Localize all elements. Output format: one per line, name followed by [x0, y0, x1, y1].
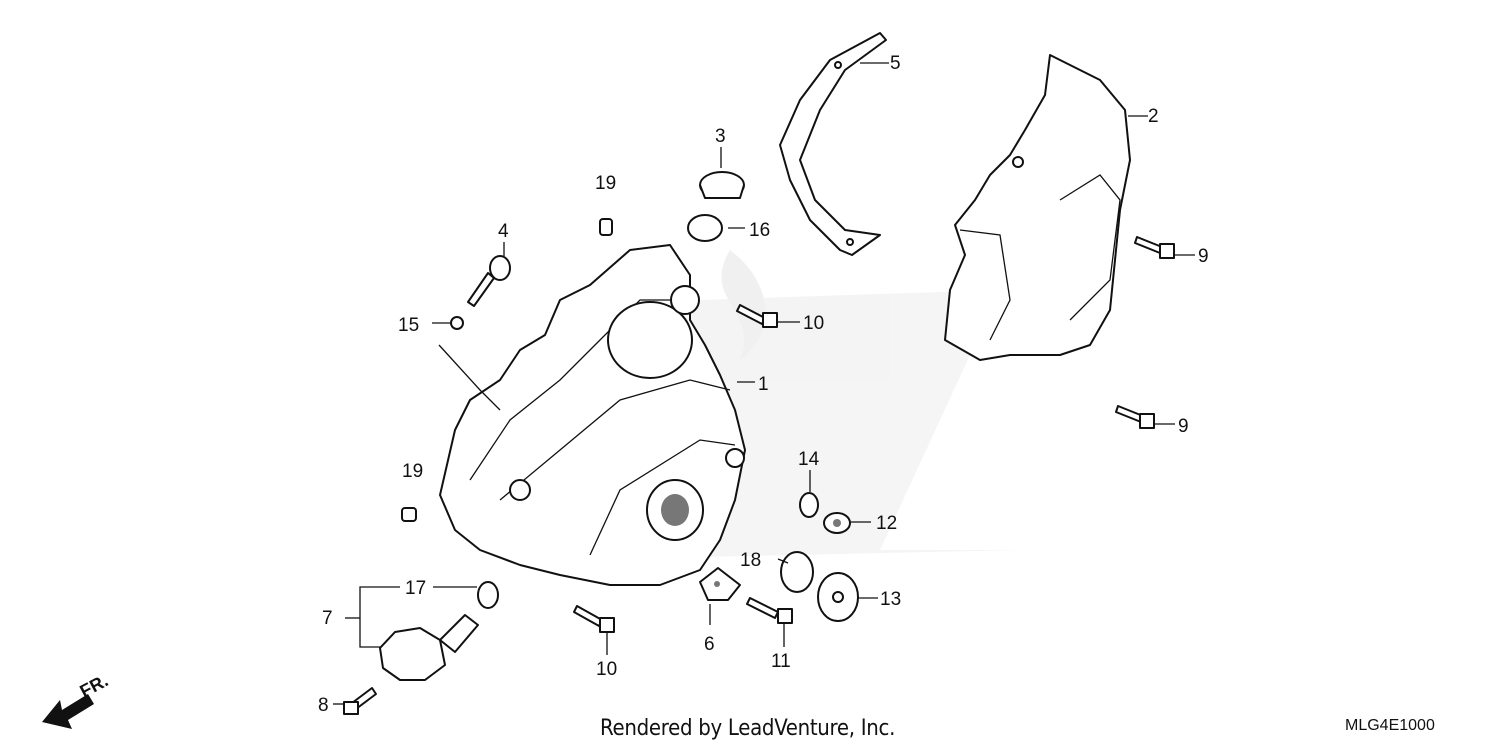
oil-filler-cap-part[interactable]	[699, 171, 745, 199]
sensor-assembly-part[interactable]	[379, 614, 479, 681]
sprocket-cover-part[interactable]	[944, 54, 1131, 361]
callout-19-lower: 19	[402, 461, 423, 482]
bolt-8-part[interactable]	[343, 687, 377, 715]
callout-8: 8	[318, 695, 329, 716]
o-ring-16-part[interactable]	[687, 214, 723, 242]
callout-10-lower: 10	[596, 659, 617, 680]
bolt-9-lower-part[interactable]	[1115, 405, 1155, 429]
callout-14: 14	[798, 449, 820, 470]
callout-12: 12	[876, 513, 897, 534]
cap-part[interactable]	[817, 572, 859, 622]
callout-10-upper: 10	[803, 313, 824, 334]
callout-4: 4	[498, 221, 509, 242]
knob-bolt-part[interactable]	[467, 255, 511, 307]
callout-2: 2	[1148, 106, 1159, 127]
callout-7: 7	[322, 608, 333, 629]
direction-label: FR.	[76, 670, 111, 701]
bolt-11-part[interactable]	[746, 597, 793, 624]
o-ring-18-part[interactable]	[780, 551, 814, 593]
gasket-part[interactable]	[779, 32, 887, 256]
callout-5: 5	[890, 53, 901, 74]
o-ring-15-part[interactable]	[450, 316, 464, 330]
plug-part[interactable]	[823, 512, 851, 534]
callout-11: 11	[771, 651, 791, 672]
callout-3: 3	[715, 126, 726, 147]
callout-13: 13	[880, 589, 901, 610]
dowel-pin-19-upper-part[interactable]	[599, 218, 613, 236]
bolt-9-upper-part[interactable]	[1134, 236, 1175, 259]
crankcase-cover-part[interactable]	[439, 244, 746, 586]
leader-lines	[333, 62, 1195, 705]
callout-9-upper: 9	[1198, 246, 1209, 267]
bolt-10-lower-part[interactable]	[573, 605, 615, 633]
callout-15: 15	[398, 315, 419, 336]
callout-1: 1	[758, 374, 769, 395]
callout-17: 17	[405, 578, 426, 599]
callout-9-lower: 9	[1178, 416, 1189, 437]
callout-18: 18	[740, 550, 761, 571]
plate-part[interactable]	[699, 567, 741, 601]
credit-text: Rendered by LeadVenture, Inc.	[600, 716, 896, 741]
callout-16: 16	[749, 220, 770, 241]
diagram-code: MLG4E1000	[1345, 717, 1435, 734]
bolt-10-upper-part[interactable]	[736, 304, 778, 328]
callout-6: 6	[704, 634, 715, 655]
o-ring-14-part[interactable]	[799, 492, 819, 518]
front-direction-arrow: FR.	[42, 670, 111, 729]
callout-19-upper: 19	[595, 173, 616, 194]
callout-labels: 1 2 3 4 5 6 7 8 9 9 10 10 11 12 13 14 15…	[318, 53, 1209, 716]
o-ring-17-part[interactable]	[477, 581, 499, 609]
dowel-pin-19-lower-part[interactable]	[401, 507, 417, 522]
